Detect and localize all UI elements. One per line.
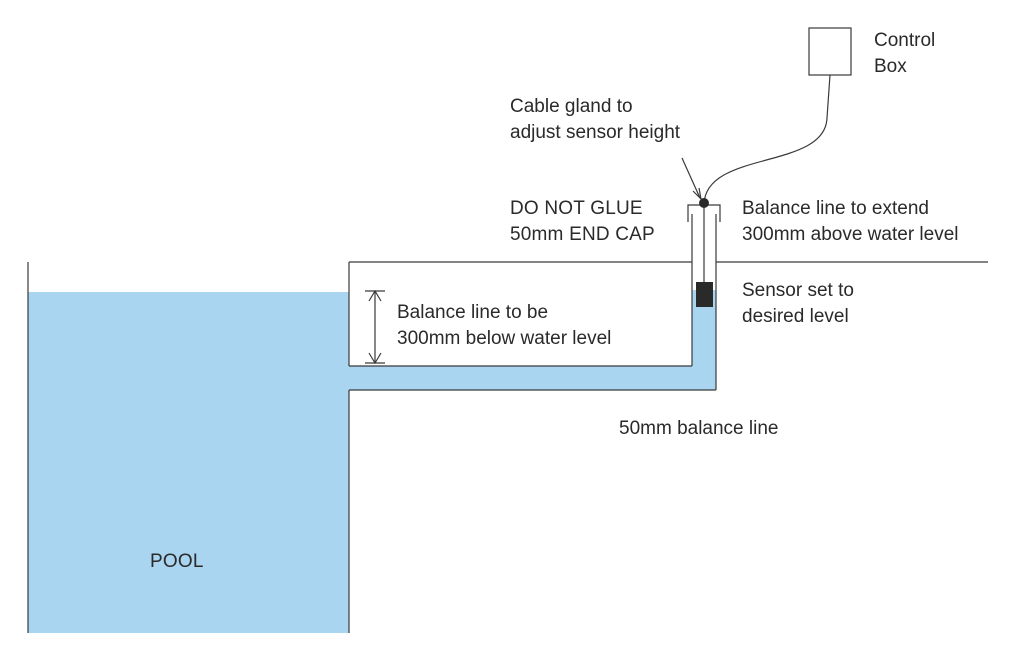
control-box-label-line1: Control bbox=[874, 30, 936, 51]
dimension-arrow-down bbox=[368, 352, 382, 365]
extend-label-line2: 300mm above water level bbox=[742, 224, 959, 245]
pool-label: POOL bbox=[150, 549, 204, 575]
balance-line-label-text: 50mm balance line bbox=[619, 418, 779, 439]
end-cap-label-line1: DO NOT GLUE bbox=[510, 198, 643, 219]
control-box-label: Control Box bbox=[874, 28, 935, 80]
extend-label-line1: Balance line to extend bbox=[742, 198, 929, 219]
sensor-icon bbox=[696, 282, 713, 307]
sensor-set-label-line2: desired level bbox=[742, 306, 849, 327]
control-box bbox=[808, 27, 852, 76]
below-level-label: Balance line to be 300mm below water lev… bbox=[397, 300, 611, 352]
cable-gland-label: Cable gland to adjust sensor height bbox=[510, 94, 680, 146]
sensor-set-label-line1: Sensor set to bbox=[742, 280, 854, 301]
balance-pipe-water bbox=[349, 366, 716, 390]
end-cap-label-line2: 50mm END CAP bbox=[510, 224, 655, 245]
cable-gland-label-line2: adjust sensor height bbox=[510, 122, 681, 143]
extend-label: Balance line to extend 300mm above water… bbox=[742, 196, 959, 248]
pool-label-text: POOL bbox=[150, 551, 204, 572]
below-level-label-line2: 300mm below water level bbox=[397, 328, 612, 349]
gland-leader bbox=[681, 157, 701, 199]
control-box-label-line2: Box bbox=[874, 56, 907, 77]
balance-line-label: 50mm balance line bbox=[619, 416, 778, 442]
below-level-label-line1: Balance line to be bbox=[397, 302, 549, 323]
cable-gland-label-line1: Cable gland to bbox=[510, 96, 633, 117]
pool-water bbox=[28, 292, 349, 633]
cable-gland-icon bbox=[699, 198, 709, 208]
dimension-arrow-up bbox=[368, 289, 382, 302]
water-fill bbox=[28, 290, 716, 633]
gland-leader-arrowhead bbox=[692, 187, 702, 201]
end-cap-label: DO NOT GLUE 50mm END CAP bbox=[510, 196, 655, 248]
outlines bbox=[27, 27, 988, 633]
control-cable bbox=[703, 74, 831, 205]
sensor-set-label: Sensor set to desired level bbox=[742, 278, 854, 330]
